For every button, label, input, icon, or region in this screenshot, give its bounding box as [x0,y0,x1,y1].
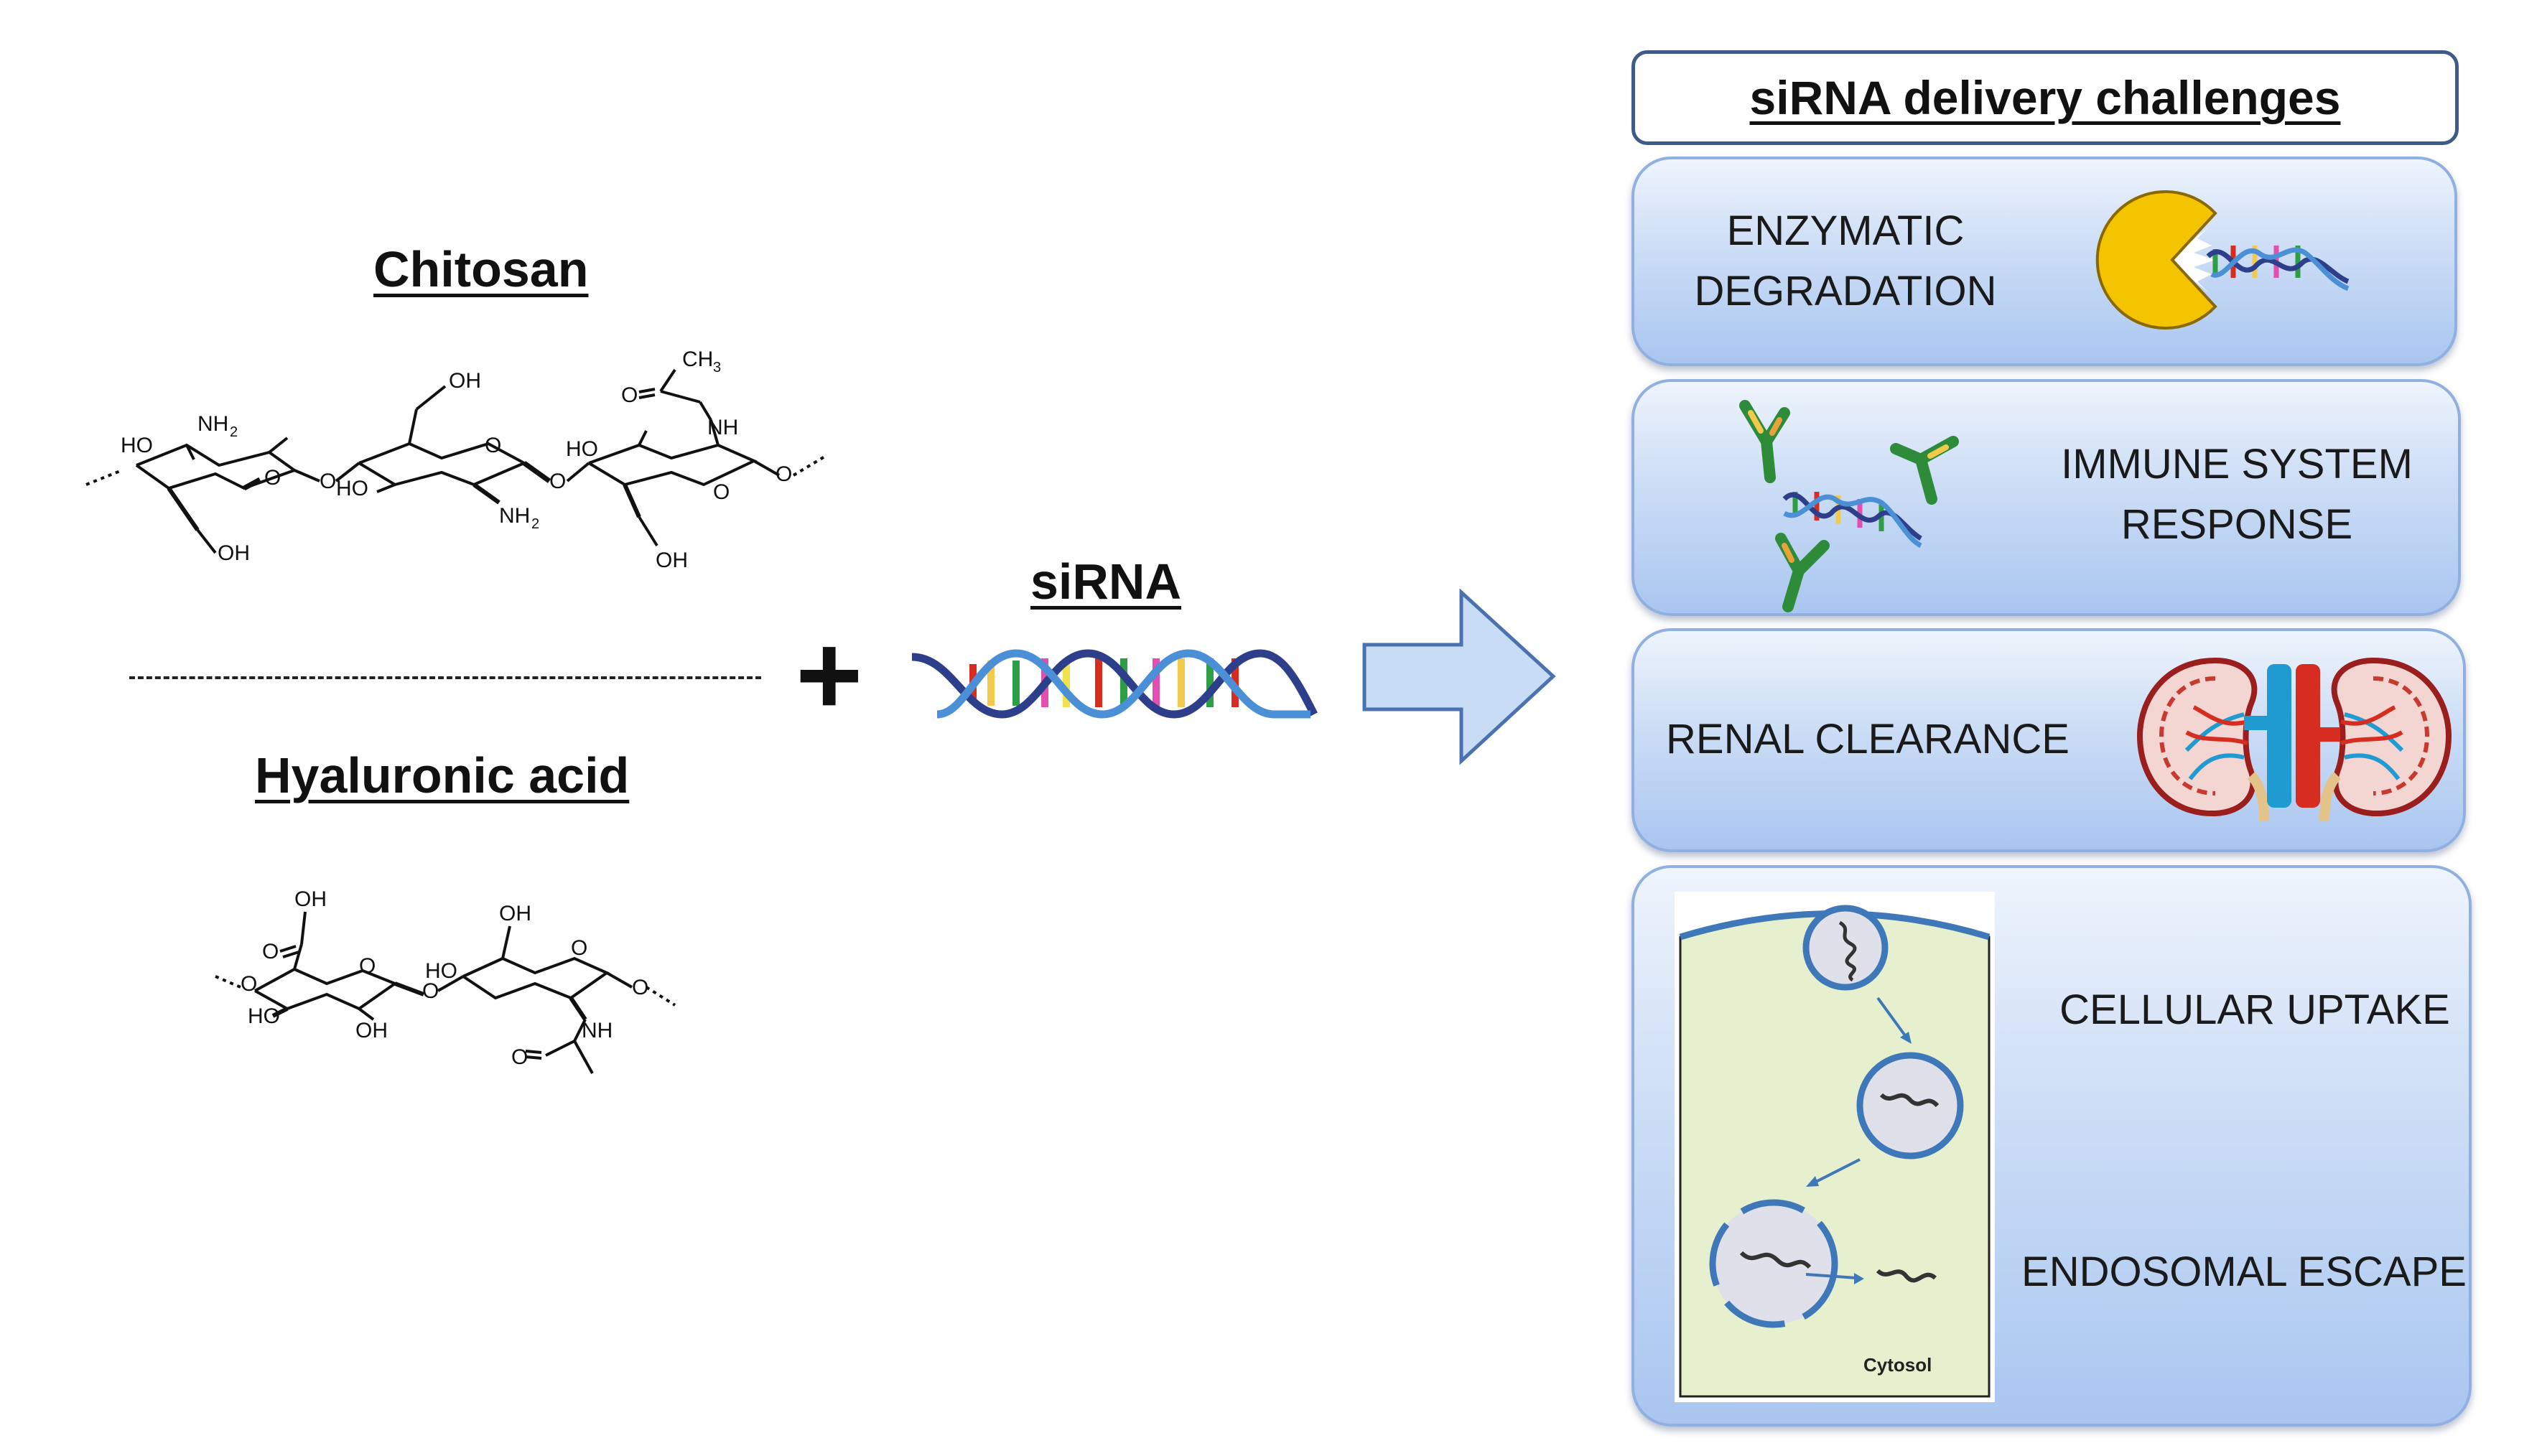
block-arrow-icon [1362,589,1556,765]
chitosan-nh2-2: NH [499,504,530,528]
ha-ho-1: HO [248,1004,280,1028]
ha-o-acid: O [262,940,279,963]
chitosan-oh-2: OH [449,369,481,393]
ha-ho-2: HO [425,959,457,983]
chitosan-ring-o-1: O [264,466,281,490]
immune-line1: IMMUNE SYSTEM [2061,441,2413,487]
immune-label: IMMUNE SYSTEM RESPONSE [2047,434,2427,555]
ha-nh: NH [582,1019,613,1042]
antibody-icon [1739,400,1959,612]
ha-o-right: O [632,976,648,999]
endosomal-escape-label: ENDOSOMAL ESCAPE [2021,1249,2467,1295]
renal-label: RENAL CLEARANCE [1666,716,2070,762]
panel-immune-response [1631,379,2461,616]
chitosan-ch3-sub: 3 [713,360,721,375]
ha-oh-top: OH [499,902,531,925]
enzymatic-line2: DEGRADATION [1694,268,1997,314]
ha-carbonyl-o: O [511,1045,528,1069]
chitosan-nh2-2-sub: 2 [531,516,539,532]
chitosan-ho-3: HO [566,437,598,461]
hyaluronic-acid-structure: OH O O HO O OH O HO OH O O NH O [215,887,676,1074]
plus-sign: + [796,610,863,739]
dna-icon [911,649,1318,719]
chitosan-nh2-1: NH [197,412,228,436]
chitosan-ch3: CH [682,347,713,371]
chitosan-ring-o-3: O [713,480,730,504]
sirna-title: siRNA [1030,554,1182,610]
pacman-enzyme-icon [2095,190,2350,330]
enzymatic-label: ENZYMATIC DEGRADATION [1680,201,2011,322]
ha-oh-2: OH [355,1019,388,1042]
chitosan-ring-o-2: O [485,434,501,457]
chitosan-oh-3: OH [656,549,688,572]
chitosan-ho-1: HO [121,434,153,457]
chitosan-nh2-1-sub: 2 [230,424,238,440]
cellular-uptake-label: CELLULAR UPTAKE [2059,986,2450,1033]
challenges-header-text: siRNA delivery challenges [1749,71,2341,124]
chitosan-ho-2: HO [336,477,368,500]
chitosan-structure: HO NH 2 O OH O HO OH O NH 2 O HO O OH NH… [85,347,827,572]
chitosan-nh: NH [707,416,738,439]
chitosan-link-o-1: O [320,470,336,493]
hyaluronic-acid-title: Hyaluronic acid [255,747,630,803]
endosome-icon: Cytosol [1675,892,1995,1402]
chitosan-title: Chitosan [373,241,589,297]
chitosan-carbonyl-o: O [621,383,638,407]
ha-ring-o-2: O [571,936,587,960]
ha-o-left: O [241,972,257,996]
enzymatic-line1: ENZYMATIC [1726,207,1965,254]
kidney-icon [2136,657,2452,821]
cytosol-label: Cytosol [1863,1354,1932,1376]
chitosan-oh-1: OH [218,541,250,565]
chitosan-end-o: O [776,462,792,486]
ha-link-o: O [422,979,439,1003]
ha-ring-o-1: O [359,954,376,978]
divider-line [129,676,761,679]
challenges-header: siRNA delivery challenges [1631,50,2459,145]
chitosan-link-o-2: O [549,470,566,493]
immune-line2: RESPONSE [2120,501,2353,548]
ha-oh-acid: OH [294,887,327,911]
